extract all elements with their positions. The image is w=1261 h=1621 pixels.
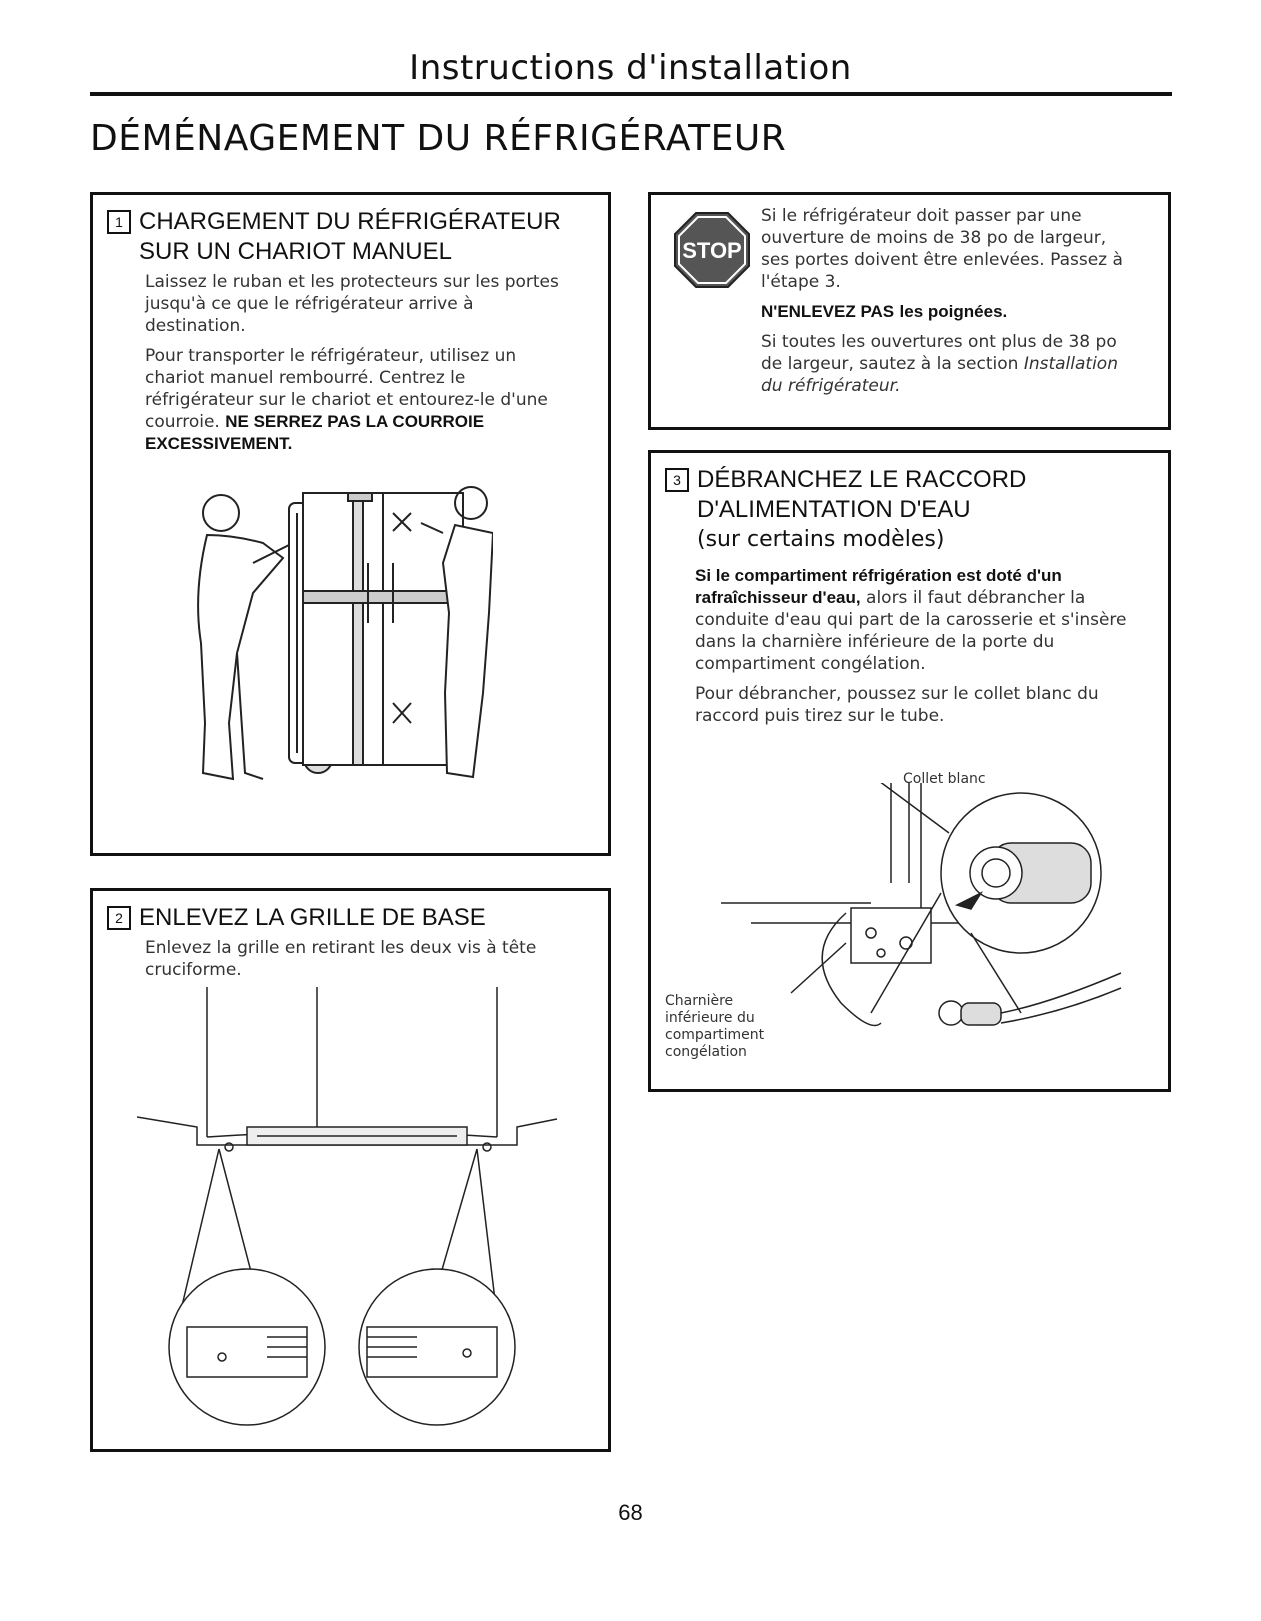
header-title: Instructions d'installation bbox=[409, 48, 852, 88]
section-3-title-line1: DÉBRANCHEZ LE RACCORD bbox=[697, 466, 1027, 493]
page-title: DÉMÉNAGEMENT DU RÉFRIGÉRATEUR bbox=[90, 118, 787, 159]
section-3-heading: 3 DÉBRANCHEZ LE RACCORD D'ALIMENTATION D… bbox=[665, 465, 1026, 555]
stop-sign-icon: STOP bbox=[674, 212, 750, 288]
section-1-body: Laissez le ruban et les protecteurs sur … bbox=[145, 271, 565, 463]
section-1-paragraph-2-text: Pour transporter le réfrigérateur, utili… bbox=[145, 346, 548, 432]
header-divider bbox=[90, 92, 1172, 96]
stop-warning-bold: N'ENLEVEZ PAS bbox=[761, 302, 895, 321]
stop-warning-rest: les poignées. bbox=[899, 302, 1008, 321]
stop-box-body: Si le réfrigérateur doit passer par une … bbox=[761, 205, 1131, 405]
section-1-box: 1 CHARGEMENT DU RÉFRIGÉRATEUR SUR UN CHA… bbox=[90, 192, 611, 856]
step-number-3: 3 bbox=[665, 468, 689, 492]
section-1-paragraph-2: Pour transporter le réfrigérateur, utili… bbox=[145, 345, 565, 455]
section-1-strap-warning: NE SERREZ PAS LA COURROIE EXCESSIVEMENT. bbox=[145, 412, 485, 453]
section-2-heading: 2 ENLEVEZ LA GRILLE DE BASE bbox=[107, 903, 486, 933]
page-number: 68 bbox=[618, 1500, 643, 1525]
stop-warning-box: STOP Si le réfrigérateur doit passer par… bbox=[648, 192, 1171, 430]
section-1-paragraph-1: Laissez le ruban et les protecteurs sur … bbox=[145, 272, 559, 336]
stop-warning: N'ENLEVEZ PAS les poignées. bbox=[761, 301, 1131, 323]
collet-blanc-callout: Collet blanc bbox=[903, 771, 986, 787]
step-number-2: 2 bbox=[107, 906, 131, 930]
section-1-title-line2: SUR UN CHARIOT MANUEL bbox=[139, 238, 452, 265]
section-2-paragraph: Enlevez la grille en retirant les deux v… bbox=[145, 938, 537, 980]
section-1-heading: 1 CHARGEMENT DU RÉFRIGÉRATEUR SUR UN CHA… bbox=[107, 207, 561, 267]
hand-truck-illustration bbox=[197, 486, 493, 781]
section-2-body: Enlevez la grille en retirant les deux v… bbox=[145, 937, 565, 989]
section-3-subtitle: (sur certains modèles) bbox=[697, 527, 945, 552]
stop-paragraph-3-text: Si toutes les ouvertures ont plus de 38 … bbox=[761, 332, 1117, 374]
section-3-body: Si le compartiment réfrigération est dot… bbox=[695, 565, 1135, 735]
stop-sign-text: STOP bbox=[682, 238, 742, 263]
installation-section-reference: Installation du réfrigérateur. bbox=[761, 354, 1118, 396]
charniere-callout: Charnière inférieure du compartiment con… bbox=[665, 993, 765, 1060]
section-2-title: ENLEVEZ LA GRILLE DE BASE bbox=[139, 904, 486, 931]
section-3-paragraph-2: Pour débrancher, poussez sur le collet b… bbox=[695, 684, 1099, 726]
section-3-box: 3 DÉBRANCHEZ LE RACCORD D'ALIMENTATION D… bbox=[648, 450, 1171, 1092]
section-3-title-line2: D'ALIMENTATION D'EAU bbox=[697, 496, 971, 523]
water-connector-illustration bbox=[721, 783, 1122, 1027]
section-3-paragraph-1: Si le compartiment réfrigération est dot… bbox=[695, 565, 1135, 675]
stop-paragraph-3: Si toutes les ouvertures ont plus de 38 … bbox=[761, 331, 1131, 397]
stop-paragraph-1: Si le réfrigérateur doit passer par une … bbox=[761, 206, 1123, 292]
section-3-paragraph-1-text: alors il faut débrancher la conduite d'e… bbox=[695, 588, 1127, 674]
base-grille-illustration bbox=[137, 987, 558, 1426]
section-3-paragraph-1-bold: Si le compartiment réfrigération est dot… bbox=[695, 566, 1062, 607]
step-number-1: 1 bbox=[107, 210, 131, 234]
section-2-box: 2 ENLEVEZ LA GRILLE DE BASE Enlevez la g… bbox=[90, 888, 611, 1452]
section-1-title-line1: CHARGEMENT DU RÉFRIGÉRATEUR bbox=[139, 208, 561, 235]
